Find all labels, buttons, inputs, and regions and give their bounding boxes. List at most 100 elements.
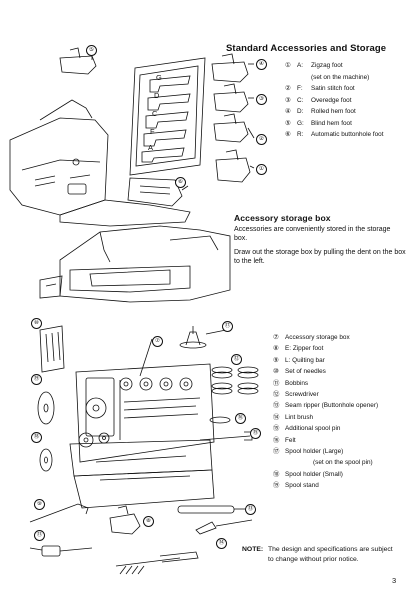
foot-label: Satin stitch foot (311, 85, 355, 92)
callout-3: ③ (256, 94, 267, 105)
tray-letter: F (150, 127, 155, 136)
accessory-label: Bobbins (285, 379, 309, 387)
item-number: ⑲ (273, 482, 280, 490)
item-number: ⑤ (285, 119, 291, 127)
foot-letter: R: (297, 131, 304, 138)
callout-16: ⑯ (235, 413, 246, 424)
foot-label: Rolled hem foot (311, 108, 356, 115)
accessory-list-item: ⑯ Felt (273, 437, 296, 445)
foot-label: Overedge foot (311, 96, 352, 104)
loose-accessories-drawings (29, 325, 259, 575)
callout-13: ⑬ (245, 504, 256, 515)
accessory-list-item: ⑨ L: Quilting bar (273, 357, 325, 365)
item-number: ⑧ (273, 345, 279, 353)
accessory-list-item: ⑦ Accessory storage box (273, 334, 350, 342)
callout-15: ⑮ (250, 428, 261, 439)
item-number: ⑭ (273, 413, 280, 421)
callout-1: ① (256, 164, 267, 175)
callout-4: ④ (256, 59, 267, 70)
callout-8: ⑧ (143, 516, 154, 527)
accessory-label: Spool holder (Small) (285, 470, 343, 478)
callout-14: ⑭ (216, 538, 227, 549)
foot-list-item: ③ C: Overedge foot (285, 97, 352, 105)
item-number: ⑰ (273, 448, 280, 455)
foot-letter: C: (297, 96, 304, 104)
callout-7: ⑦ (152, 336, 163, 347)
foot-list-item: ① A: Zigzag foot (285, 62, 343, 70)
machine-with-storage-box-drawing (39, 225, 231, 303)
callout-18: ⑱ (31, 432, 42, 443)
accessory-label: Spool holder (Large) (285, 448, 344, 455)
accessory-list-item: ⑰ Spool holder (Large) (273, 448, 343, 456)
storage-box-paragraph-1: Accessories are conveniently stored in t… (234, 226, 391, 243)
tray-letter: D (154, 91, 160, 100)
callout-5-top: ⑤ (86, 45, 97, 56)
accessory-list-item: ⑩ Set of needles (273, 368, 326, 376)
foot-label: Blind hem foot (311, 119, 352, 127)
note-line-1: The design and specifications are subjec… (268, 546, 393, 553)
tray-letter: A (148, 143, 154, 152)
item-number: ⑮ (273, 425, 280, 433)
section-title: Standard Accessories and Storage (226, 43, 387, 54)
accessory-label: Accessory storage box (285, 334, 350, 341)
accessory-label: Lint brush (285, 413, 314, 421)
callout-17: ⑰ (222, 321, 233, 332)
accessory-label: (set on the spool pin) (313, 459, 373, 467)
foot-list-item: ④ D: Rolled hem foot (285, 108, 356, 116)
item-number: ⑱ (273, 470, 280, 478)
note-line-2: to change without prior notice. (268, 556, 359, 563)
accessory-label: L: Quilting bar (285, 356, 325, 364)
foot-tray-drawing (129, 57, 206, 176)
accessory-list-item: ⑲ Spool stand (273, 482, 319, 490)
accessory-list-item: ⑱ Spool holder (Small) (273, 471, 343, 479)
page-number: 3 (392, 576, 397, 585)
item-number: ⑩ (273, 368, 279, 376)
foot-label: (set on the machine) (311, 73, 370, 81)
sewing-machine-top-drawing (9, 99, 191, 227)
callout-11: ⑪ (34, 530, 45, 541)
item-number: ③ (285, 96, 291, 104)
accessory-list-item: ⑬ Seam ripper (Buttonhole opener) (273, 402, 378, 410)
foot-list-item: ② F: Satin stitch foot (285, 85, 355, 93)
accessory-label: Felt (285, 436, 296, 444)
accessory-label: Spool stand (285, 482, 319, 490)
item-number: ⑨ (273, 356, 279, 364)
item-number: ⑪ (273, 379, 280, 387)
foot-letter: F: (297, 85, 303, 92)
storage-box-heading: Accessory storage box (234, 213, 331, 223)
presser-feet-drawings (59, 47, 255, 207)
item-number: ④ (285, 108, 291, 115)
callout-19: ⑲ (31, 374, 42, 385)
accessory-label: Set of needles (285, 368, 326, 376)
accessory-label: Additional spool pin (285, 425, 341, 433)
foot-label: Automatic buttonhole foot (311, 131, 384, 138)
item-number: ⑬ (273, 402, 280, 410)
item-number: ① (285, 62, 291, 69)
callout-9: ⑨ (34, 499, 45, 510)
accessory-label: E: Zipper foot (285, 345, 324, 353)
callout-10: ⑩ (31, 318, 42, 329)
callout-2: ② (256, 134, 267, 145)
foot-letter: D: (297, 108, 304, 115)
item-number: ⑫ (273, 391, 280, 398)
callout-6: ⑥ (175, 177, 186, 188)
item-number: ② (285, 85, 291, 92)
tray-letter: G (156, 73, 162, 82)
callout-12: ⑫ (231, 354, 242, 365)
item-number: ⑦ (273, 334, 279, 341)
accessory-list-item: ⑮ Additional spool pin (273, 425, 340, 433)
foot-letter: A: (297, 62, 304, 69)
accessory-label: Seam ripper (Buttonhole opener) (285, 402, 379, 410)
item-number: ⑯ (273, 436, 280, 444)
storage-box-drawing (69, 363, 215, 509)
foot-list-item: (set on the machine) (285, 74, 369, 82)
storage-box-paragraph-2: Draw out the storage box by pulling the … (234, 249, 406, 266)
foot-label: Zigzag foot (311, 62, 343, 69)
accessory-list-item: ⑭ Lint brush (273, 414, 313, 422)
tray-letter: C (152, 109, 158, 118)
accessory-list-item: ⑪ Bobbins (273, 380, 308, 388)
